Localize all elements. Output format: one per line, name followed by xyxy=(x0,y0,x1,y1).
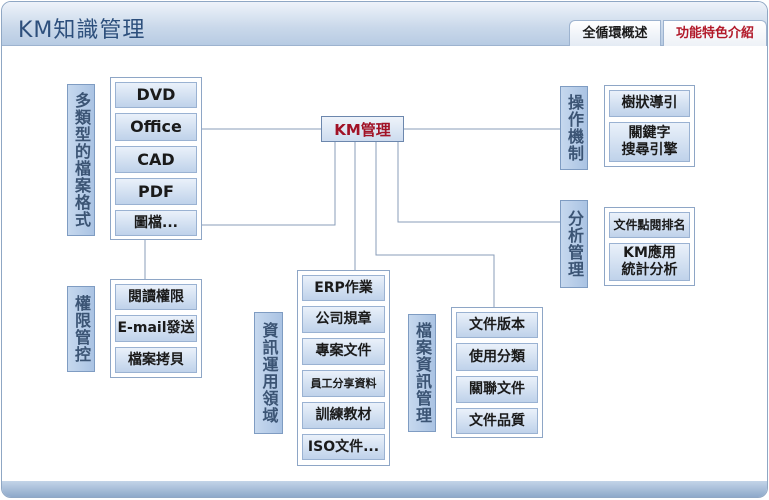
formats-label: 多類型的檔案格式 xyxy=(67,84,95,236)
page-title: KM知識管理 xyxy=(18,18,146,43)
permissions-label: 權限管控 xyxy=(67,286,95,372)
analysis-label: 分析管理 xyxy=(560,200,588,288)
connector-permissions xyxy=(144,142,336,279)
permission-copy[interactable]: 檔案拷貝 xyxy=(115,347,197,373)
domain-projects[interactable]: 專案文件 xyxy=(302,338,385,365)
km-hub-node[interactable]: KM管理 xyxy=(321,116,404,142)
domain-training[interactable]: 訓練教材 xyxy=(302,402,385,429)
format-cad[interactable]: CAD xyxy=(115,146,197,173)
permissions-box: 閱讀權限 E-mail發送 檔案拷貝 xyxy=(110,279,202,378)
archive-category[interactable]: 使用分類 xyxy=(456,343,538,371)
domain-rules[interactable]: 公司規章 xyxy=(302,306,385,333)
formats-box: DVD Office CAD PDF 圖檔... xyxy=(110,77,202,240)
operation-box: 樹狀導引 關鍵字 搜尋引擎 xyxy=(604,85,695,167)
operation-tree[interactable]: 樹狀導引 xyxy=(609,90,690,117)
domain-erp[interactable]: ERP作業 xyxy=(302,275,385,301)
analysis-box: 文件點閱排名 KM應用 統計分析 xyxy=(604,207,695,286)
format-pdf[interactable]: PDF xyxy=(115,178,197,205)
operation-label: 操作機制 xyxy=(560,86,588,170)
permission-email[interactable]: E-mail發送 xyxy=(115,315,197,342)
header-bar: KM知識管理 全循環概述 功能特色介紹 xyxy=(2,2,767,46)
archive-quality[interactable]: 文件品質 xyxy=(456,408,538,434)
archive-version[interactable]: 文件版本 xyxy=(456,312,538,338)
domains-label: 資訊運用領域 xyxy=(254,312,283,434)
connector-analysis xyxy=(397,142,560,223)
permission-read[interactable]: 閱讀權限 xyxy=(115,284,197,310)
archive-related[interactable]: 關聯文件 xyxy=(456,376,538,403)
connector-archive xyxy=(375,142,495,309)
domains-box: ERP作業 公司規章 專案文件 員工分享資料 訓練教材 ISO文件... xyxy=(297,270,390,466)
format-dvd[interactable]: DVD xyxy=(115,82,197,108)
format-office[interactable]: Office xyxy=(115,113,197,141)
analysis-statistics[interactable]: KM應用 統計分析 xyxy=(609,243,690,281)
analysis-ranking[interactable]: 文件點閱排名 xyxy=(609,212,690,238)
archive-box: 文件版本 使用分類 關聯文件 文件品質 xyxy=(451,307,543,438)
tab-overview[interactable]: 全循環概述 xyxy=(569,20,661,46)
format-image[interactable]: 圖檔... xyxy=(115,210,197,236)
operation-search[interactable]: 關鍵字 搜尋引擎 xyxy=(609,122,690,162)
archive-label: 檔案資訊管理 xyxy=(408,314,436,432)
tab-features[interactable]: 功能特色介紹 xyxy=(663,20,767,46)
domain-shared[interactable]: 員工分享資料 xyxy=(302,370,385,397)
footer-bar xyxy=(2,481,767,497)
domain-iso[interactable]: ISO文件... xyxy=(302,434,385,460)
